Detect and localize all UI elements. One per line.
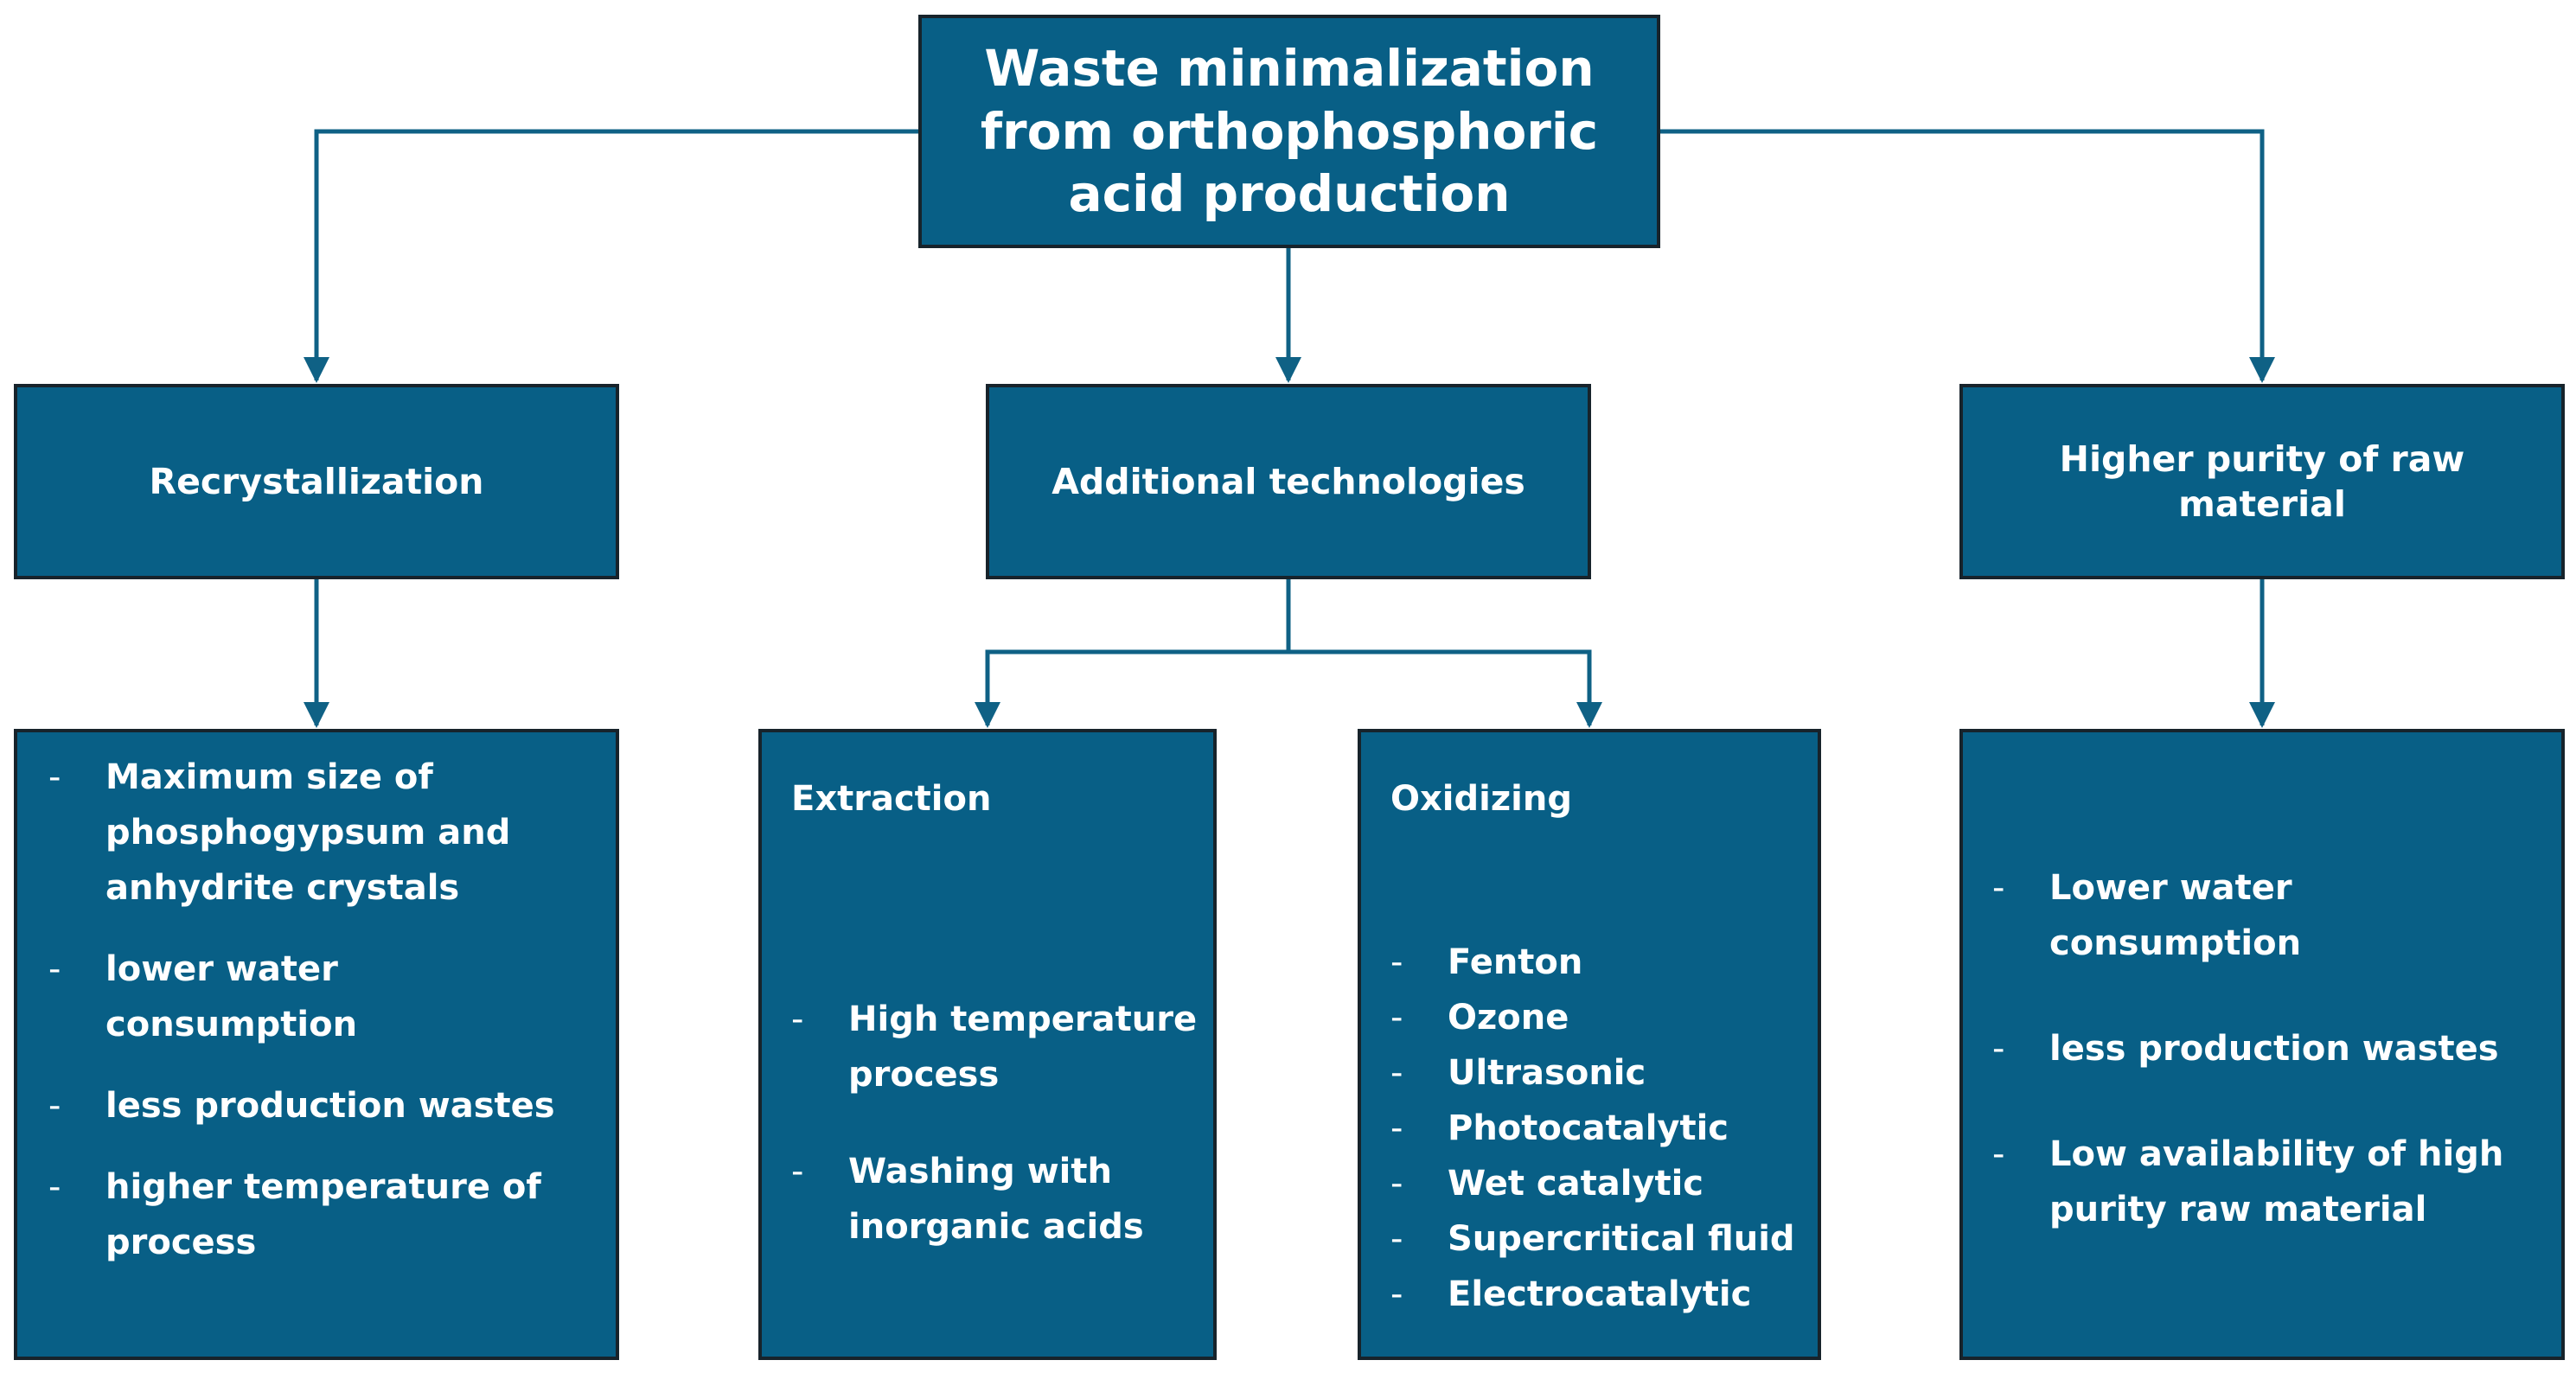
list-item: less production wastes (48, 1078, 598, 1134)
list-item: Electrocatalytic (1390, 1267, 1804, 1322)
list-item: Photocatalytic (1390, 1101, 1804, 1156)
recrystallization-list: Maximum size of phosphogypsum and anhydr… (48, 750, 598, 1296)
oxidizing-heading: Oxidizing (1390, 779, 1572, 819)
category-label: Recrystallization (149, 460, 484, 502)
list-item: High temperature process (791, 992, 1199, 1102)
list-item: less production wastes (1992, 1021, 2547, 1076)
list-item: Fenton (1390, 935, 1804, 990)
category-recrystallization: Recrystallization (14, 384, 619, 579)
details-oxidizing: Oxidizing Fenton Ozone Ultrasonic Photoc… (1358, 729, 1821, 1360)
root-title: Waste minimalization from orthophosphori… (980, 39, 1599, 224)
list-item: Ultrasonic (1390, 1045, 1804, 1101)
higher-purity-list: Lower water consumption less production … (1992, 860, 2547, 1287)
extraction-heading: Extraction (791, 779, 992, 819)
list-item: Washing with inorganic acids (791, 1144, 1199, 1255)
connector-root-to-recrystallization (304, 129, 918, 383)
connector-to-oxidizing (1288, 649, 1602, 728)
list-item: Lower water consumption (1992, 860, 2547, 971)
list-item: Maximum size of phosphogypsum and anhydr… (48, 750, 598, 916)
details-higher-purity: Lower water consumption less production … (1959, 729, 2565, 1360)
list-item: higher temperature of process (48, 1159, 598, 1270)
root-node: Waste minimalization from orthophosphori… (918, 15, 1660, 248)
category-additional-technologies: Additional technologies (986, 384, 1591, 579)
list-item: Low availability of high purity raw mate… (1992, 1127, 2547, 1237)
category-label: Additional technologies (1051, 460, 1525, 502)
list-item: Ozone (1390, 990, 1804, 1045)
details-recrystallization: Maximum size of phosphogypsum and anhydr… (14, 729, 619, 1360)
details-extraction: Extraction High temperature process Wash… (758, 729, 1217, 1360)
category-higher-purity: Higher purity of raw material (1959, 384, 2565, 579)
extraction-list: High temperature process Washing with in… (791, 992, 1199, 1255)
list-item: Supercritical fluid (1390, 1211, 1804, 1267)
connector-to-extraction (975, 649, 1288, 728)
oxidizing-list: Fenton Ozone Ultrasonic Photocatalytic W… (1390, 935, 1804, 1322)
list-item: lower water consumption (48, 942, 598, 1052)
connector-root-to-higher-purity (1660, 129, 2275, 383)
category-label: Higher purity of raw material (2059, 437, 2465, 525)
list-item: Wet catalytic (1390, 1156, 1804, 1211)
